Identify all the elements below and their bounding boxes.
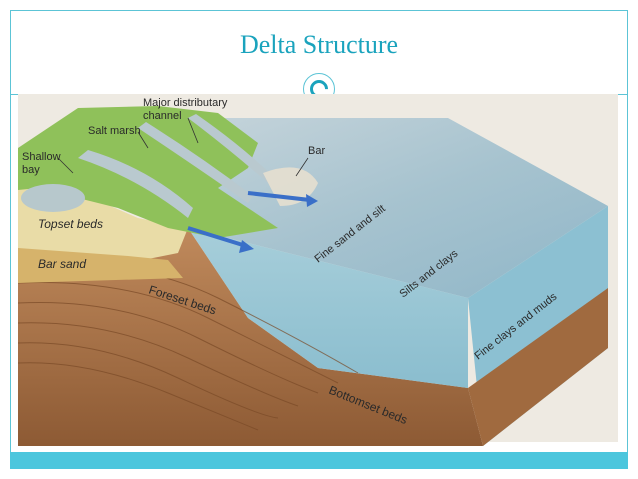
bar-sand (18, 248, 183, 283)
label-bar-sand: Bar sand (38, 257, 86, 271)
water-front-face (188, 228, 468, 388)
delta-land (18, 106, 278, 238)
flow-arrow-icon (247, 191, 311, 202)
label-major-channel: Major distributary (143, 97, 228, 109)
label-shallow-bay: Shallow (22, 151, 61, 163)
distributary-channels (78, 114, 273, 218)
flow-arrow-icon (187, 226, 247, 248)
flow-arrow-head-icon (239, 240, 254, 253)
shallow-bay (21, 184, 85, 212)
sediment-right (468, 288, 608, 446)
delta-diagram: Major distributary channel Salt marsh Sh… (18, 94, 618, 446)
label-shallow-bay-2: bay (22, 164, 40, 176)
bottom-accent-bar (10, 452, 628, 469)
label-bar: Bar (308, 145, 325, 157)
label-major-channel-2: channel (143, 110, 182, 122)
label-topset: Topset beds (38, 217, 103, 231)
flow-arrow-head-icon (306, 194, 318, 207)
label-salt-marsh: Salt marsh (88, 125, 141, 137)
slide-title: Delta Structure (239, 30, 399, 59)
sediment-front (18, 228, 483, 446)
